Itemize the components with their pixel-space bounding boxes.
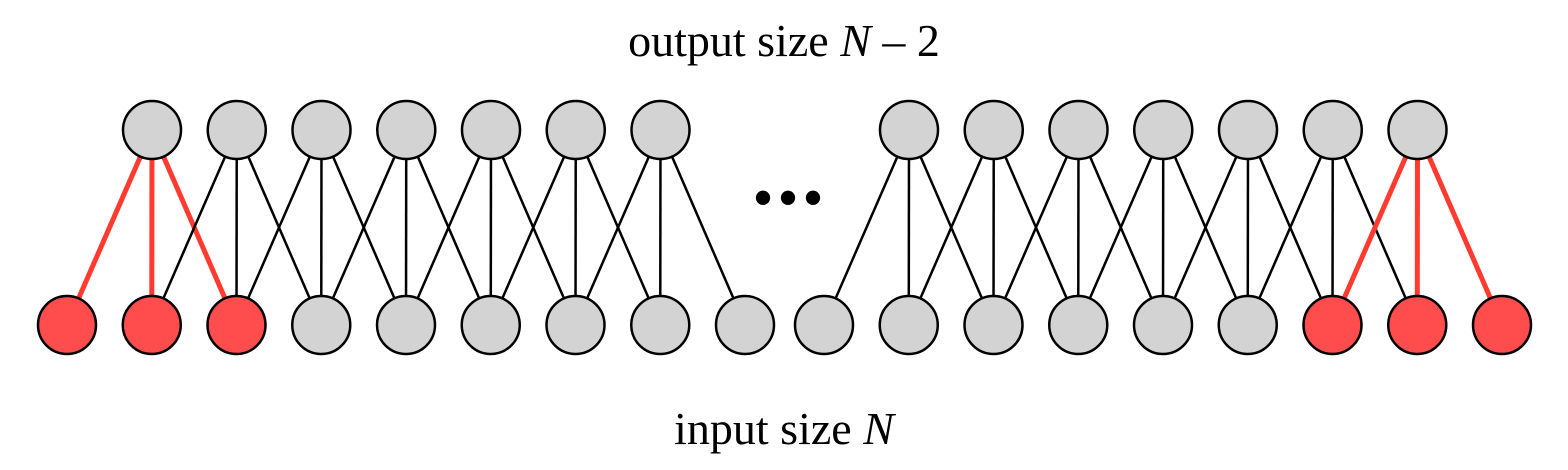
highlighted-edge	[64, 129, 155, 326]
edge	[404, 129, 493, 326]
output-size-label: output size N – 2	[0, 18, 1568, 64]
input-size-label: input size N	[0, 406, 1568, 452]
highlighted-input-node-right-6	[1302, 294, 1363, 356]
input-node-right-0	[793, 294, 855, 356]
highlighted-input-node-left-2	[206, 294, 267, 356]
output-node-right-5	[1302, 99, 1363, 161]
input-node-right-1	[878, 294, 939, 356]
highlighted-input-node-right-8	[1471, 294, 1533, 356]
edge	[659, 129, 747, 326]
edge	[489, 129, 577, 326]
output-node-left-0	[121, 99, 183, 161]
edge	[1077, 129, 1165, 326]
highlighted-input-node-left-0	[36, 294, 98, 356]
edge-layer	[64, 129, 1505, 326]
input-node-left-6	[545, 294, 606, 356]
output-node-right-6	[1387, 99, 1448, 161]
edge	[907, 129, 995, 326]
edge	[574, 129, 662, 326]
output-node-left-5	[545, 99, 606, 161]
input-node-left-7	[630, 294, 691, 356]
input-node-right-4	[1132, 294, 1194, 356]
input-node-left-4	[375, 294, 437, 356]
output-node-right-2	[1048, 99, 1109, 161]
highlighted-edge	[1330, 129, 1420, 326]
output-node-right-3	[1133, 99, 1194, 161]
edge	[320, 129, 408, 326]
output-label-prefix: output size	[628, 15, 841, 66]
input-label-variable: N	[863, 403, 894, 454]
edge	[1161, 129, 1250, 326]
highlighted-input-node-right-7	[1387, 294, 1448, 356]
output-node-left-1	[206, 99, 267, 161]
output-node-right-1	[963, 99, 1024, 161]
edge	[235, 129, 323, 326]
output-node-left-6	[630, 99, 691, 161]
output-node-right-0	[878, 99, 940, 161]
output-label-suffix: – 2	[870, 15, 940, 66]
input-node-right-3	[1048, 294, 1109, 356]
input-node-left-3	[291, 294, 352, 356]
input-node-left-8	[714, 294, 776, 356]
output-node-left-3	[376, 99, 437, 161]
output-node-left-4	[460, 99, 522, 161]
edge	[992, 129, 1080, 326]
highlighted-input-node-left-1	[121, 294, 182, 356]
input-node-right-2	[963, 294, 1024, 356]
output-node-left-2	[291, 99, 352, 161]
node-layer	[36, 99, 1533, 356]
input-label-prefix: input size	[674, 403, 864, 454]
highlighted-edge	[1415, 129, 1505, 326]
output-node-right-4	[1217, 99, 1279, 161]
ellipsis-gap: •••	[752, 165, 828, 231]
edge	[1246, 129, 1334, 326]
edge	[150, 129, 238, 326]
output-label-variable: N	[840, 15, 871, 66]
input-node-left-5	[460, 294, 521, 356]
input-node-right-5	[1217, 294, 1278, 356]
edge	[822, 129, 911, 326]
